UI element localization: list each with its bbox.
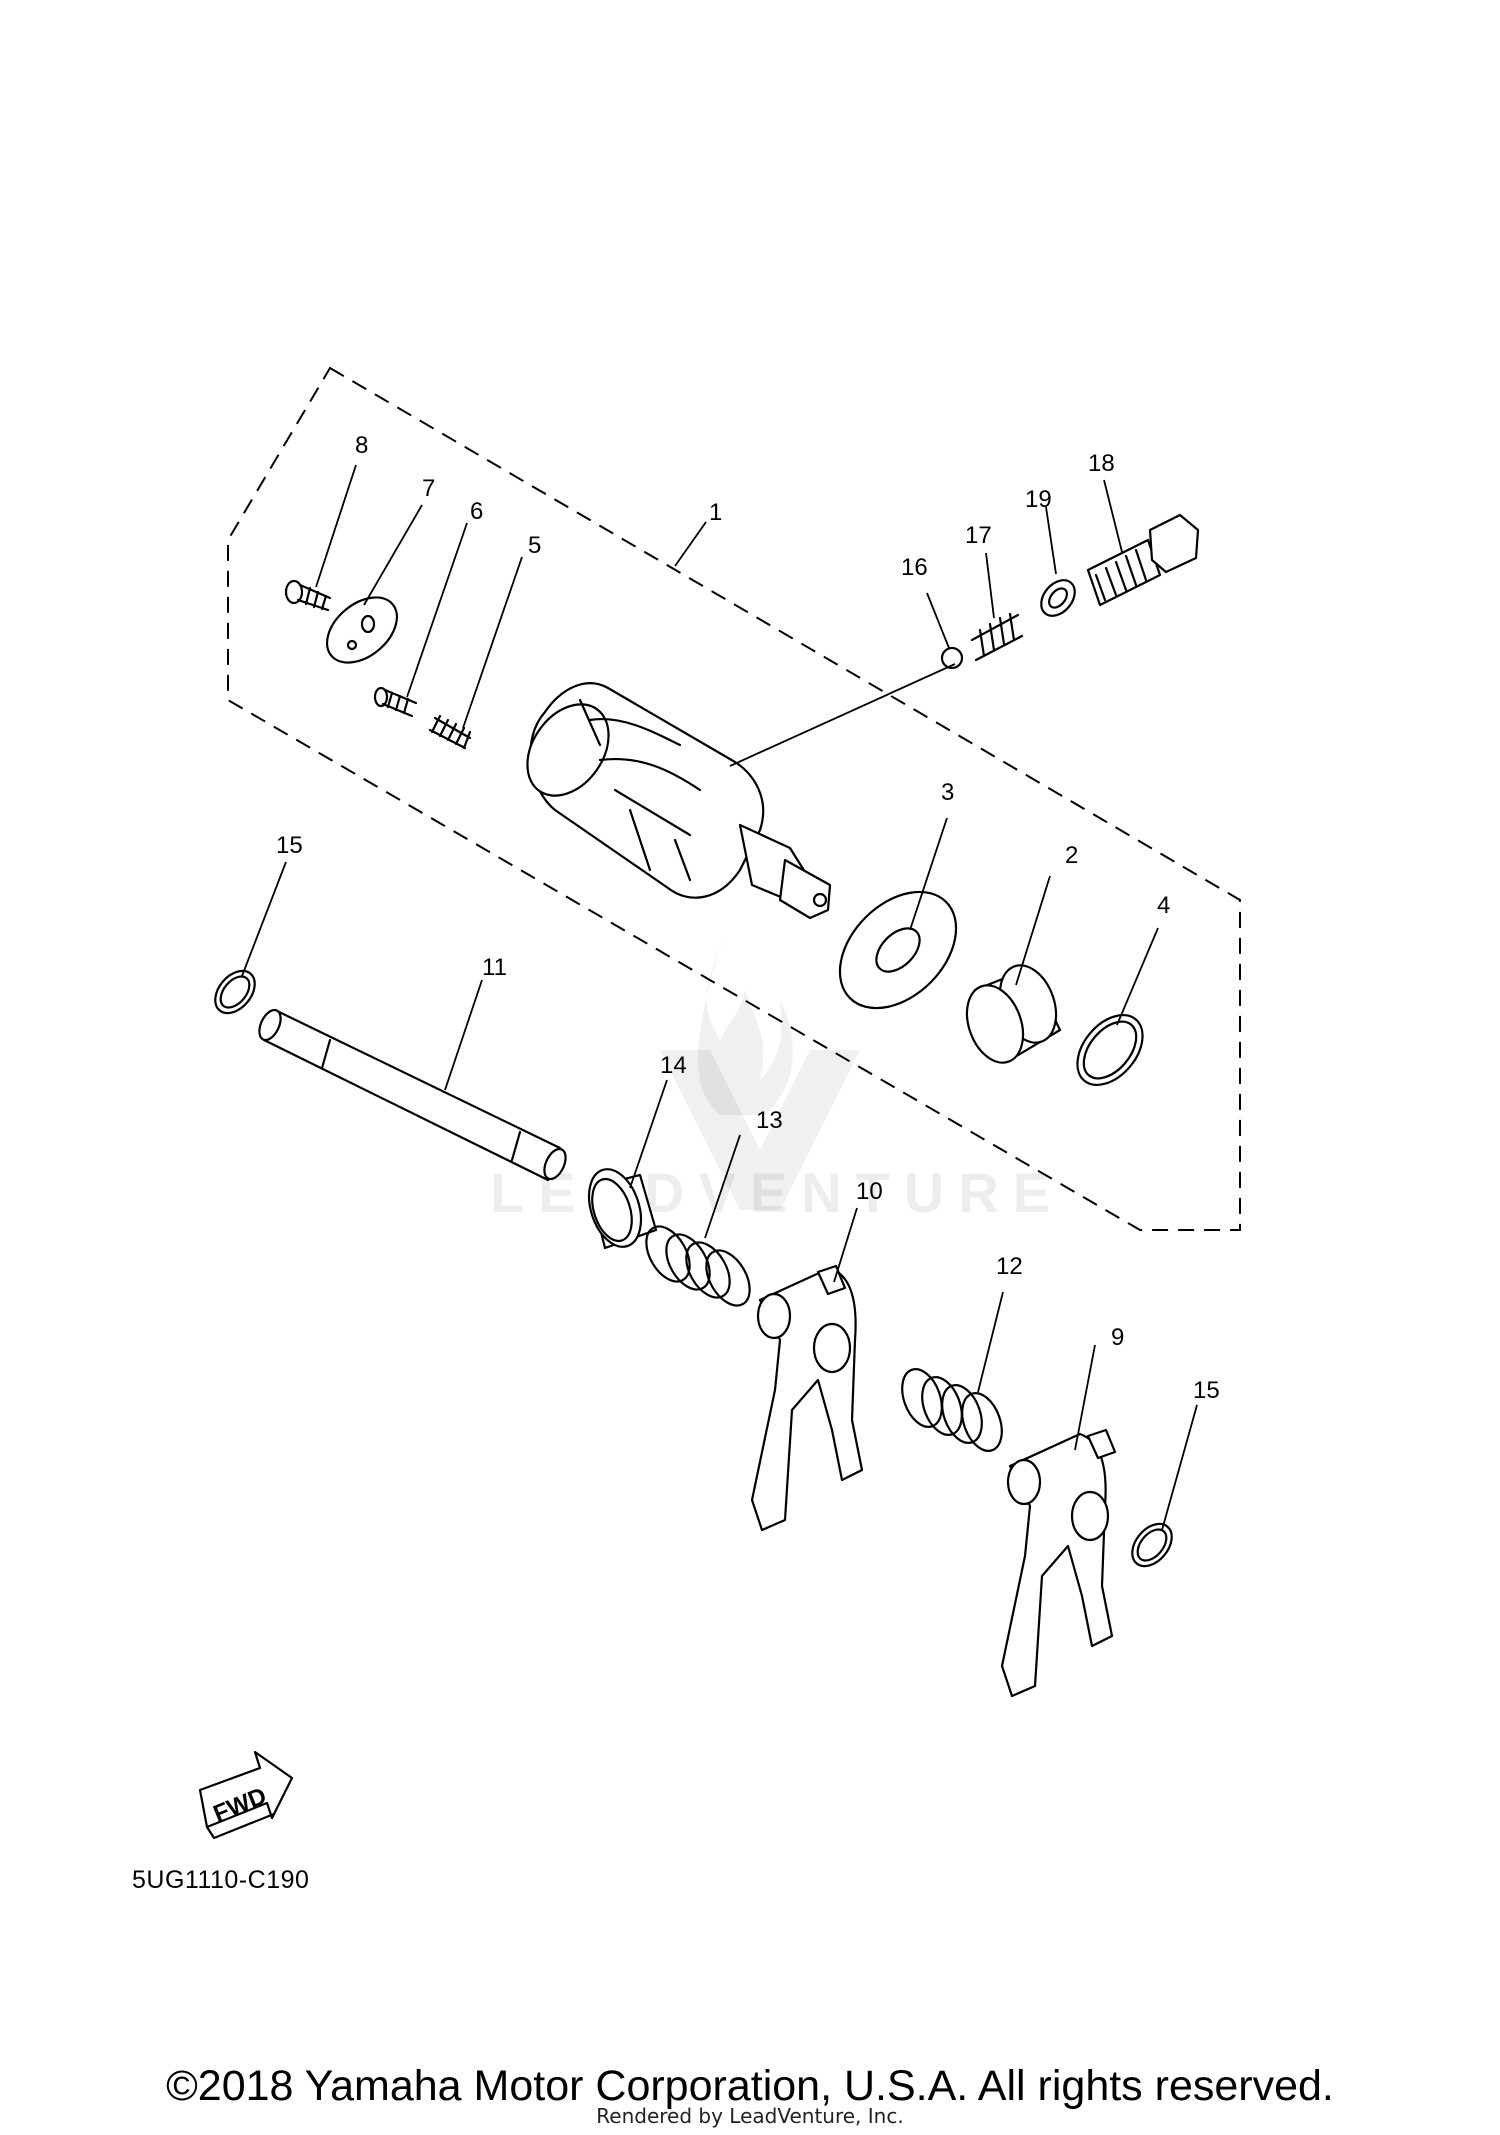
forward-direction-arrow: FWD	[198, 1750, 294, 1840]
part-6-bolt	[373, 686, 418, 718]
rendered-by-notice: Rendered by LeadVenture, Inc.	[596, 2104, 904, 2128]
part-3-washer	[838, 890, 958, 1010]
part-4-circlip	[1076, 1013, 1144, 1087]
callout-5: 5	[528, 532, 541, 559]
part-13-spring	[645, 1225, 751, 1307]
callout-10: 10	[856, 1178, 883, 1205]
part-1-shift-drum	[526, 682, 832, 920]
part-8-screw	[284, 579, 332, 612]
part-15-circlip-left	[214, 969, 256, 1015]
part-5-spring	[428, 714, 472, 750]
callout-1: 1	[709, 499, 722, 526]
part-10-shift-fork	[750, 1264, 864, 1532]
part-16-ball	[940, 646, 964, 670]
diagram-code: 5UG1110-C190	[132, 1866, 310, 1894]
part-17-spring	[970, 612, 1024, 662]
callout-14: 14	[660, 1052, 687, 1079]
callout-15-left: 15	[276, 832, 303, 859]
callout-4: 4	[1157, 892, 1170, 919]
callout-16: 16	[901, 554, 928, 581]
assembly-boundary	[227, 366, 1241, 1231]
part-9-shift-fork	[1000, 1428, 1117, 1698]
callout-13: 13	[756, 1107, 783, 1134]
callout-15-right: 15	[1193, 1377, 1220, 1404]
leadventure-watermark-logo	[660, 930, 860, 1210]
callout-7: 7	[422, 475, 435, 502]
part-15-circlip-right	[1131, 1522, 1173, 1568]
part-7-plate	[325, 596, 399, 664]
callout-12: 12	[996, 1253, 1023, 1280]
leader-lines	[241, 464, 1198, 1531]
watermark-text: LEADVENTURE	[490, 1161, 1065, 1224]
copyright-notice: ©2018 Yamaha Motor Corporation, U.S.A. A…	[166, 2062, 1334, 2110]
part-14-collar	[587, 1168, 658, 1250]
part-18-plug-bolt	[1086, 513, 1200, 607]
callout-8: 8	[355, 432, 368, 459]
callout-11: 11	[482, 954, 507, 981]
callout-19: 19	[1025, 486, 1052, 513]
callout-2: 2	[1065, 842, 1078, 869]
callout-3: 3	[941, 779, 954, 806]
part-2-bushing	[965, 964, 1062, 1064]
part-19-washer	[1040, 579, 1076, 617]
callout-6: 6	[470, 498, 483, 525]
part-11-fork-shaft	[258, 1008, 567, 1182]
callout-17: 17	[965, 522, 992, 549]
callout-18: 18	[1088, 450, 1115, 477]
part-12-spring	[901, 1368, 1003, 1452]
callout-9: 9	[1111, 1324, 1124, 1351]
